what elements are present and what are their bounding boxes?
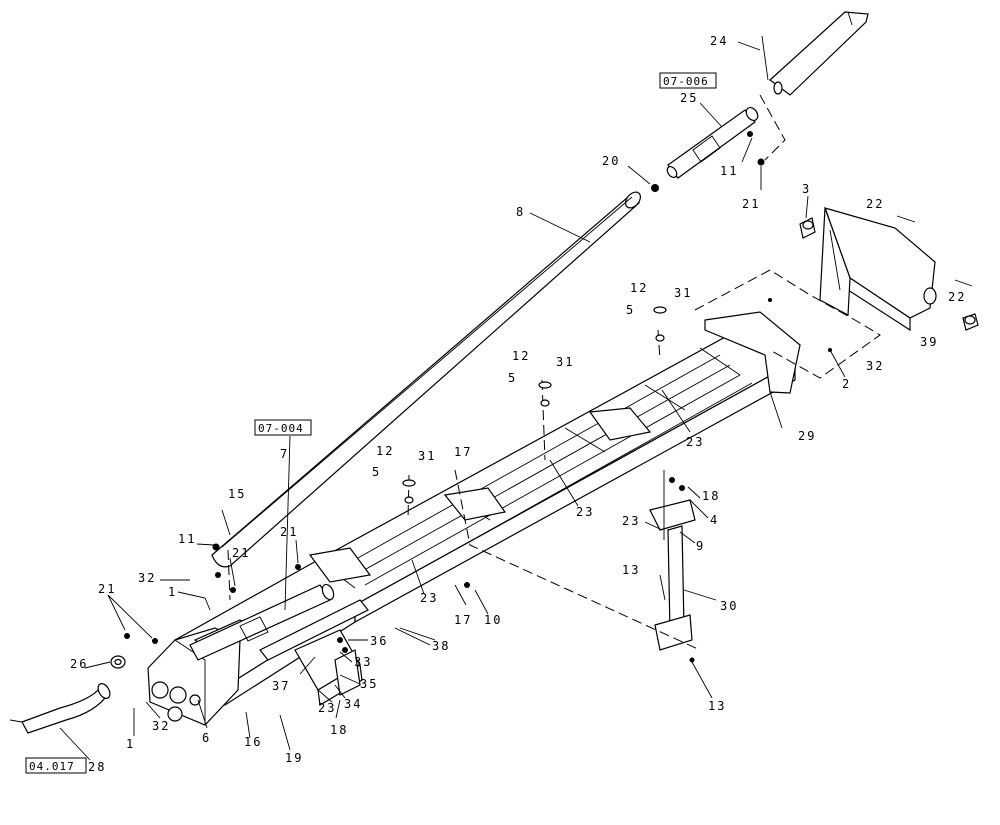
lower-bracket: [294, 629, 363, 706]
ref-box-07-006: 07-006: [659, 72, 717, 89]
ref-box-07-004: 07-004: [254, 419, 312, 436]
callout-17: 17: [454, 613, 472, 627]
callout-31: 31: [418, 449, 436, 463]
callout-13: 13: [622, 563, 640, 577]
callout-35: 35: [360, 677, 378, 691]
callout-13: 13: [708, 699, 726, 713]
callout-19: 19: [285, 751, 303, 765]
callout-21: 21: [232, 546, 250, 560]
callout-33: 33: [354, 655, 372, 669]
ref-label-07-004: 07-004: [258, 422, 304, 435]
callout-11: 11: [178, 532, 196, 546]
hydraulic-cylinder-front: [189, 583, 369, 661]
long-pipe-part: [211, 191, 641, 568]
callout-12: 12: [512, 349, 530, 363]
callout-16: 16: [244, 735, 262, 749]
callout-20: 20: [602, 154, 620, 168]
callout-32: 32: [138, 571, 156, 585]
assembly-dashed-lines: [227, 94, 881, 651]
callout-23: 23: [622, 514, 640, 528]
callout-6: 6: [202, 731, 211, 745]
callout-17: 17: [454, 445, 472, 459]
callout-18: 18: [702, 489, 720, 503]
callout-38: 38: [432, 639, 450, 653]
callout-32: 32: [152, 719, 170, 733]
callout-34: 34: [344, 697, 362, 711]
callout-11: 11: [720, 164, 738, 178]
callout-32: 32: [866, 359, 884, 373]
callout-21: 21: [98, 582, 116, 596]
callout-1: 1: [168, 585, 177, 599]
callout-8: 8: [516, 205, 525, 219]
ref-label-04-017: 04.017: [29, 760, 75, 773]
ref-label-07-006: 07-006: [663, 75, 709, 88]
callout-26: 26: [70, 657, 88, 671]
callout-21: 21: [742, 197, 760, 211]
callout-5: 5: [372, 465, 381, 479]
callout-7: 7: [280, 447, 289, 461]
callout-23: 23: [420, 591, 438, 605]
callout-12: 12: [630, 281, 648, 295]
callout-29: 29: [798, 429, 816, 443]
callout-5: 5: [508, 371, 517, 385]
rear-hopper-assembly: [799, 207, 979, 332]
hardware-fasteners: [124, 131, 832, 663]
callout-2: 2: [842, 377, 851, 391]
callout-numbers: 24 25 20 11 21 8 3 22 22 39 12 31 5 2 32…: [70, 34, 966, 774]
hose-fitting: [9, 683, 111, 734]
callout-22: 22: [948, 290, 966, 304]
callout-3: 3: [802, 182, 811, 196]
callout-23: 23: [318, 701, 336, 715]
callout-10: 10: [484, 613, 502, 627]
callout-23: 23: [686, 435, 704, 449]
leader-lines: [59, 41, 846, 761]
callout-1: 1: [126, 737, 135, 751]
callout-31: 31: [556, 355, 574, 369]
callout-18: 18: [330, 723, 348, 737]
callout-30: 30: [720, 599, 738, 613]
callout-25: 25: [680, 91, 698, 105]
callout-15: 15: [228, 487, 246, 501]
ref-box-04-017: 04.017: [25, 757, 87, 774]
top-lever-arm: [761, 11, 869, 96]
callout-23: 23: [576, 505, 594, 519]
callout-31: 31: [674, 286, 692, 300]
hydraulic-cylinder-rear: [666, 106, 759, 179]
callout-12: 12: [376, 444, 394, 458]
callout-5: 5: [626, 303, 635, 317]
callout-22: 22: [866, 197, 884, 211]
callout-9: 9: [696, 539, 705, 553]
washer-part: [110, 655, 126, 669]
callout-39: 39: [920, 335, 938, 349]
vertical-support-post: [649, 470, 696, 651]
callout-28: 28: [88, 760, 106, 774]
callout-4: 4: [710, 513, 719, 527]
callout-21: 21: [280, 525, 298, 539]
callout-36: 36: [370, 634, 388, 648]
callout-24: 24: [710, 34, 728, 48]
callout-37: 37: [272, 679, 290, 693]
